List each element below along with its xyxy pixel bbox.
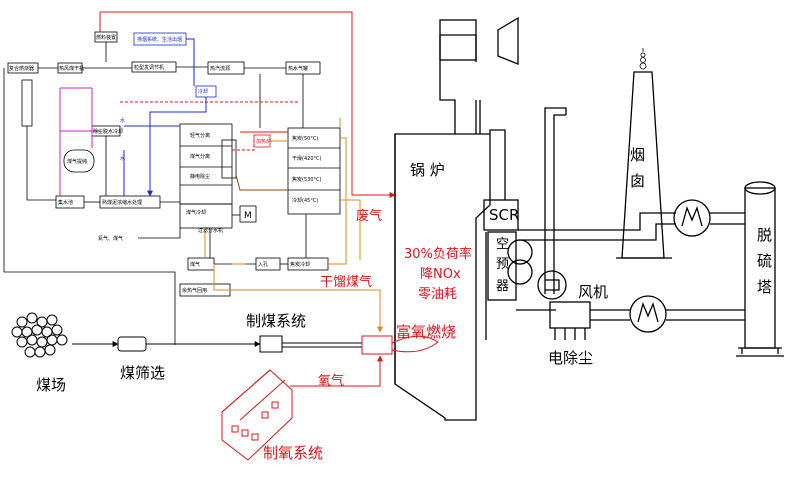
sl-coal-gas-recover: 余热气回用: [182, 287, 207, 294]
sl-zone4: 冷却(45°C): [292, 197, 318, 204]
motor-box: [239, 205, 257, 223]
sl-n2: 氮气、煤气: [98, 235, 123, 242]
coal-screen-box: [117, 336, 147, 352]
coal-pile: [11, 312, 68, 358]
sl-thermal: 热汽流源: [210, 65, 230, 72]
label-chimney-1: 烟: [630, 146, 645, 164]
coal-line: [72, 335, 439, 355]
coal-system-box: [259, 335, 283, 353]
pulverizer-box: [21, 79, 33, 127]
label-oxygen-system: 制氧系统: [263, 444, 323, 462]
sl-water-seal: 焦炭冷却: [290, 261, 310, 268]
sl-zone3: 焦炭(530°C): [292, 176, 321, 183]
sl-zone1: 焦炭(50°C): [292, 135, 318, 142]
sl-coal-dryer: 热风煤干机: [59, 65, 84, 72]
sl-heater: 加热炉: [256, 138, 271, 145]
label-waste-gas: 废气: [356, 208, 382, 224]
label-ap-1: 空: [496, 237, 509, 252]
sl-r2: 煤气分离: [190, 153, 210, 160]
chimney-smoke: [639, 48, 647, 70]
small-labels: 复合燃烧器 热风煤干机 燃料装置 粒型发调节机 排烟系统、生活出烟 热汽流源 热…: [9, 34, 321, 294]
label-scr: SCR: [489, 206, 519, 224]
label-load-rate: 30%负荷率: [404, 246, 472, 262]
dust-removal-box: [549, 301, 591, 329]
label-coal-screen: 煤筛选: [120, 364, 165, 382]
label-oxygen: 氧气: [318, 373, 344, 389]
sl-r3: 静电除尘: [190, 173, 210, 180]
gas-bottle: [63, 149, 95, 173]
label-coal-yard: 煤场: [36, 376, 66, 394]
label-oxy-combustion: 富氧燃烧: [396, 323, 456, 341]
colored-lines: [59, 11, 396, 333]
label-chimney-2: 囱: [630, 172, 645, 190]
sl-water2: 水: [120, 155, 125, 162]
label-boiler: 锅 炉: [410, 161, 445, 179]
label-desulfur-1: 脱: [757, 226, 772, 244]
label-dry-coal-gas: 干馏煤气: [320, 274, 372, 290]
label-coal-system: 制煤系统: [246, 312, 306, 330]
sl-mixer: 复合燃烧器: [9, 65, 34, 72]
sl-dehydrator: 除尘脱水冷却: [93, 128, 123, 135]
settle-box: [179, 203, 233, 229]
label-desulfur-3: 塔: [757, 278, 772, 296]
fan: [537, 270, 567, 300]
label-reduce-nox: 降NOx: [420, 267, 461, 282]
sl-ash: 入孔: [258, 261, 268, 268]
sl-zone2: 干燥(420°C): [292, 155, 321, 162]
boiler-body: [394, 133, 491, 421]
sl-tube: 粒型发调节机: [134, 64, 164, 71]
label-zero-oil: 零油耗: [418, 287, 457, 302]
scr-box: [483, 199, 519, 231]
oxygen-system: [221, 355, 383, 461]
sl-blue-box: 排烟系统、生活出烟: [137, 36, 182, 43]
zone-stack: [287, 127, 341, 215]
label-ap-3: 器: [496, 279, 509, 294]
sl-oil-tank: 燃料装置: [96, 34, 116, 41]
sl-r1: 轻气分离: [190, 132, 210, 139]
sl-cold: 冷却: [198, 88, 208, 95]
blower2: [629, 295, 667, 333]
text-labels: 煤场 煤筛选 制煤系统 制氧系统 氧气 干馏煤气 富氧燃烧 锅 炉 SCR 空 …: [36, 146, 772, 462]
sl-coal-gas-left: 熟煤泥浓缩水处理: [102, 199, 142, 206]
label-ap-2: 预: [496, 257, 509, 272]
burner-box: [361, 335, 393, 355]
sl-gas-bottle: 煤气提纯: [67, 158, 87, 165]
label-desulfur-2: 硫: [757, 252, 772, 270]
sl-water1: 水: [120, 117, 125, 124]
sl-motor: M: [244, 211, 252, 221]
sl-pump: 集水池: [58, 199, 73, 206]
mill-box: [439, 19, 477, 61]
upper-process-block: [3, 31, 341, 345]
sl-coal-gas: 煤气: [190, 261, 200, 268]
cooler-box: [221, 139, 237, 179]
sl-gas-tank: 热水气罐: [288, 65, 308, 72]
boiler-group: [394, 16, 784, 421]
sl-settle: 过滤分水机: [198, 227, 223, 234]
sl-r4: 煤气冷却: [186, 209, 206, 216]
air-preheater-box: [487, 231, 517, 301]
label-dust-removal: 电除尘: [548, 349, 593, 367]
label-fan: 风机: [578, 283, 608, 301]
